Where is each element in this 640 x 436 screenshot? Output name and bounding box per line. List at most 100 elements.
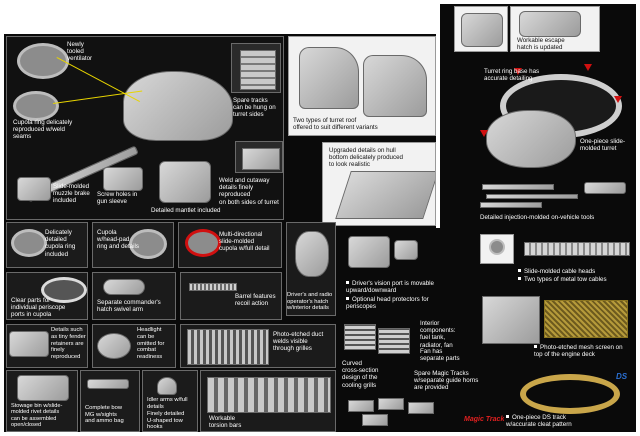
ds-logo: DS: [616, 372, 628, 381]
duct-welds-caption: Photo-etched duct welds visible through …: [273, 331, 324, 353]
headlight-caption: Headlight can be omitted for combat read…: [137, 327, 165, 361]
mesh-screen-panel: Photo-etched mesh screen on top of the e…: [478, 294, 634, 368]
grille-image: [187, 329, 269, 365]
ventilator-caption: Newly tooled ventilator: [67, 41, 93, 63]
escape-hatch-panel: [454, 6, 508, 52]
cupola-ring-caption: Cupola ring delicately reproduced w/weld…: [13, 119, 73, 141]
head-protectors-caption: Optional head protectors for periscopes: [346, 296, 429, 310]
red-arrow-icon: [614, 96, 622, 103]
headlight-image: [97, 333, 131, 359]
hull-bottom-image: [335, 171, 435, 219]
tow-hooks-caption: Finely detailed U-shaped tow hooks: [147, 411, 185, 431]
tool-jack-image: [584, 182, 626, 194]
turret-ring-panel: Turret ring base has accurate detailing …: [474, 56, 634, 174]
interior-caption: Interior components: fuel tank, radiator…: [420, 320, 456, 349]
tool-axe-image: [480, 202, 542, 208]
escape-hatch-caption: Workable escape hatch is updated: [517, 37, 565, 52]
torsion-bars-caption: Workable torsion bars: [209, 415, 242, 430]
headlight-panel: Headlight can be omitted for combat read…: [92, 324, 176, 368]
turret-image: [123, 71, 233, 141]
turret-roof-image-2: [363, 55, 427, 117]
cable-heads-text: Slide-molded cable heads: [524, 268, 596, 275]
torsion-bars-image: [207, 377, 331, 413]
tow-cables-caption: Two types of metal tow cables: [518, 276, 607, 283]
barrel-recoil-panel: Barrel features recoil action: [180, 272, 282, 320]
bow-mg-caption: Complete bow MG w/sights and ammo bag: [85, 405, 124, 425]
mantlet-caption: Detailed mantlet included: [151, 207, 221, 214]
clear-parts-panel: Clear parts for individual periscope por…: [6, 272, 88, 320]
turret-roof-caption: Two types of turret roof offered to suit…: [293, 117, 378, 132]
spare-tracks-image: [240, 50, 276, 90]
mesh-screen-text: Photo-etched mesh screen on top of the e…: [534, 344, 623, 359]
turret-ring-caption: Turret ring base has accurate detailing: [484, 68, 540, 83]
ds-track-caption: One-piece DS track w/accurate cleat patt…: [506, 414, 572, 428]
torsion-bars-panel: Workable torsion bars: [200, 370, 336, 432]
escape-hatch-panel-2: Workable escape hatch is updated: [510, 6, 600, 52]
bullet-square-icon: [346, 297, 349, 300]
cupola-detail-image: [11, 229, 47, 257]
stowage-bin-image: [17, 375, 69, 401]
magic-track-link-image: [408, 402, 434, 414]
multi-cupola-caption: Multi-directional slide-molded cupola w/…: [219, 231, 270, 253]
vehicle-tools-panel: Detailed injection-molded on-vehicle too…: [476, 176, 636, 226]
cable-panel: Slide-molded cable heads Two types of me…: [478, 232, 634, 290]
fender-retainers-caption: Details such as tiny fender retainers ar…: [51, 327, 86, 361]
fender-image: [9, 331, 49, 357]
tool-shovel-image: [482, 184, 554, 190]
escape-hatch-image: [461, 13, 503, 47]
tow-cables-text: Two types of metal tow cables: [524, 276, 607, 283]
multi-cupola-image: [185, 229, 221, 257]
magic-track-link-image: [362, 414, 388, 426]
leader-line-icon: [56, 57, 140, 103]
cable-head-image: [489, 239, 505, 255]
tow-hook-image: [157, 377, 177, 395]
bullet-square-icon: [506, 415, 509, 418]
idler-arms-panel: Idler arms w/full details Finely detaile…: [142, 370, 198, 432]
spare-tracks-inset: [231, 43, 281, 93]
cupola-detail-panel: Delicately detailed cupola ring included: [6, 222, 88, 268]
stowage-bin-caption: Stowage bin w/slide- molded rivet detail…: [11, 403, 63, 429]
cupola-detail-caption: Delicately detailed cupola ring included: [45, 229, 76, 258]
recoil-spring-image: [189, 283, 237, 291]
swivel-arm-image: [103, 279, 145, 295]
clear-parts-caption: Clear parts for individual periscope por…: [11, 297, 66, 319]
vision-port-caption: Driver's vision port is movable upward/d…: [346, 280, 434, 294]
mesh-screen-image: [544, 300, 628, 338]
screw-holes-image: [103, 167, 143, 191]
weld-inset: [235, 141, 283, 173]
magic-track-link-image: [378, 398, 404, 410]
interior-panel: Interior components: fuel tank, radiator…: [418, 318, 474, 368]
drivers-radio-panel: [286, 222, 336, 316]
vision-port-panel: Driver's vision port is movable upward/d…: [342, 232, 472, 316]
hull-bottom-panel: Upgraded details on hull bottom delicate…: [322, 142, 436, 226]
tow-cable-image: [524, 242, 630, 256]
curved-grills-panel: Curved cross-section design of the cooli…: [340, 320, 414, 408]
weld-image: [242, 148, 280, 170]
bow-mg-image: [87, 379, 129, 389]
red-arrow-icon: [584, 64, 592, 71]
grill-image-1: [344, 324, 376, 350]
curved-grills-caption: Curved cross-section design of the cooli…: [342, 360, 379, 389]
fan-parts-caption: Fan has separate parts: [420, 348, 460, 363]
head-protector-image: [394, 240, 418, 260]
magic-tracks-caption: Spare Magic Tracks w/separate guide horn…: [414, 370, 479, 392]
weld-caption: Weld and cutaway details finely reproduc…: [219, 177, 279, 206]
hull-bottom-caption: Upgraded details on hull bottom delicate…: [329, 147, 403, 169]
cupola-ring-image: [13, 91, 59, 121]
muzzle-brake-image: [17, 177, 51, 201]
ds-track-panel: DS One-piece DS track w/accurate cleat p…: [504, 370, 634, 432]
cupola-hatch-caption: Cupola w/head-pad ring and details: [97, 229, 139, 251]
swivel-arm-panel: Separate commander's hatch swivel arm: [92, 272, 176, 320]
cupola-hatch-image: [129, 229, 167, 259]
tool-crowbar-image: [486, 194, 578, 199]
bullet-square-icon: [518, 277, 521, 280]
multi-cupola-panel: Multi-directional slide-molded cupola w/…: [178, 222, 282, 268]
magic-track-parts: [342, 394, 460, 430]
escape-hatch-open-image: [519, 11, 581, 37]
cable-heads-caption: Slide-molded cable heads: [518, 268, 595, 275]
drivers-hatch-image: [295, 231, 329, 277]
vision-port-image: [348, 236, 390, 268]
one-piece-turret-caption: One-piece slide- molded turret: [580, 138, 626, 153]
ds-track-image: [520, 374, 620, 414]
